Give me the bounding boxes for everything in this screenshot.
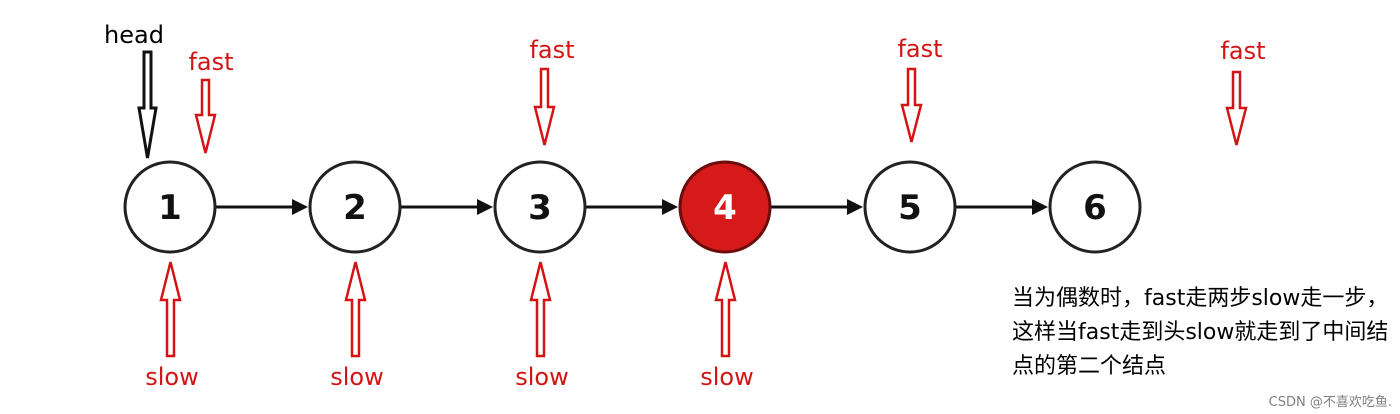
node-circle (1048, 160, 1142, 254)
fast-label: fast (897, 35, 942, 63)
node-circle (493, 160, 587, 254)
slow-arrow-icon (344, 261, 367, 358)
slow-label: slow (700, 363, 753, 391)
fast-pointer: fast (1220, 37, 1266, 146)
list-node: 5 (863, 160, 957, 254)
slow-label: slow (145, 363, 198, 391)
node-value: 1 (158, 188, 182, 228)
slow-label: slow (330, 363, 383, 391)
fast-arrow-icon (1225, 70, 1248, 146)
slow-pointer: slow (700, 261, 754, 391)
explanation-note: 当为偶数时，fast走两步slow走一步，这样当fast走到头slow就走到了中… (1012, 286, 1389, 379)
list-node: 2 (308, 160, 402, 254)
list-node: 1 (123, 160, 217, 254)
fast-label: fast (188, 48, 233, 76)
node-circle (863, 160, 957, 254)
link-arrowhead-icon (662, 199, 678, 215)
head-arrow-icon (137, 50, 158, 159)
fast-pointer: fast (897, 35, 943, 143)
slow-pointer-group: slow slow slow slow (145, 261, 754, 391)
fast-label: fast (1220, 37, 1265, 65)
slow-pointer: slow (330, 261, 384, 391)
slow-label: slow (515, 363, 568, 391)
fast-pointer: fast (188, 48, 234, 154)
link-arrowhead-icon (292, 199, 308, 215)
fast-arrow-icon (533, 67, 556, 146)
head-label: head (104, 21, 164, 49)
node-circle-highlighted (678, 160, 772, 254)
slow-pointer: slow (145, 261, 199, 391)
fast-arrow-icon (194, 78, 217, 154)
node-links (216, 199, 1048, 215)
slow-arrow-icon (714, 261, 737, 358)
fast-pointer-group: fast fast fast fast (188, 35, 1266, 154)
link-arrowhead-icon (847, 199, 863, 215)
node-value: 2 (343, 188, 367, 228)
node-circle (308, 160, 402, 254)
slow-arrow-icon (159, 261, 182, 358)
list-nodes: 1 2 3 4 5 6 (123, 160, 1142, 254)
list-node: 6 (1048, 160, 1142, 254)
node-value: 4 (713, 188, 737, 228)
node-value: 5 (898, 188, 922, 228)
node-value: 3 (528, 188, 552, 228)
list-node-highlighted: 4 (678, 160, 772, 254)
link-arrowhead-icon (477, 199, 493, 215)
node-circle (123, 160, 217, 254)
list-node: 3 (493, 160, 587, 254)
link-arrowhead-icon (1032, 199, 1048, 215)
watermark: CSDN @不喜欢吃鱼. (1268, 395, 1392, 410)
fast-arrow-icon (900, 67, 923, 143)
node-value: 6 (1083, 188, 1107, 228)
slow-arrow-icon (529, 261, 552, 358)
slow-pointer: slow (515, 261, 569, 391)
fast-pointer: fast (529, 36, 575, 146)
fast-label: fast (529, 36, 574, 64)
